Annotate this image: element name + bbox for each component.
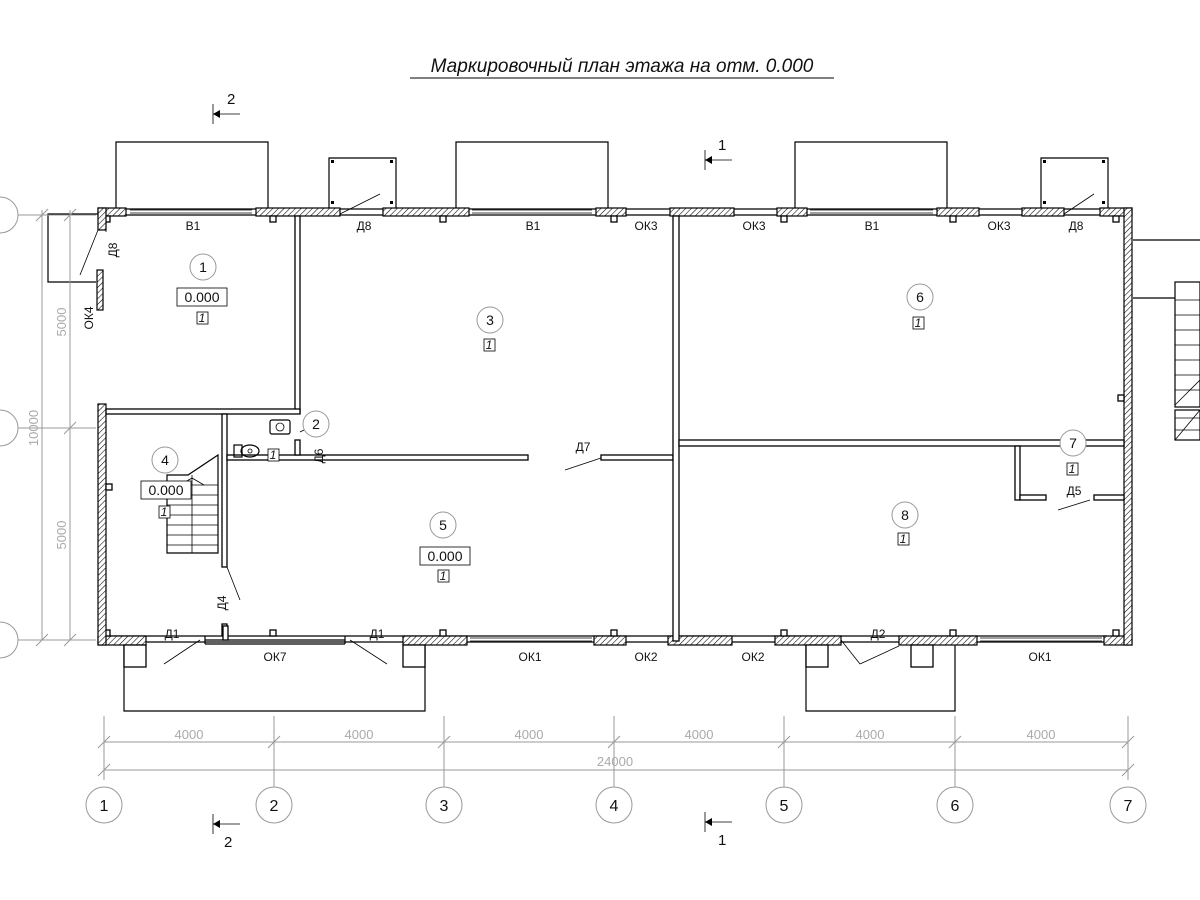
horizontal-dimensions: 4000 4000 4000 4000 4000 4000 24000 [97, 716, 1135, 790]
room-6: 6 1 [906, 283, 934, 330]
svg-text:Д8: Д8 [357, 219, 372, 233]
exterior-walls [108, 208, 1107, 643]
svg-text:ОК2: ОК2 [742, 650, 765, 664]
room-8: 8 1 [891, 501, 919, 546]
svg-text:3: 3 [486, 312, 494, 328]
porches [47, 141, 1200, 712]
toilet-icon [233, 444, 260, 458]
section-mark-2-bottom: 2 [212, 814, 240, 851]
svg-text:ОК2: ОК2 [635, 650, 658, 664]
svg-text:Д2: Д2 [871, 627, 886, 641]
section-mark-1-bottom: 1 [704, 812, 732, 849]
svg-text:1: 1 [440, 569, 447, 583]
svg-text:2: 2 [312, 416, 320, 432]
svg-text:1: 1 [199, 311, 206, 325]
axis-label-4: 4 [610, 798, 619, 815]
svg-text:5000: 5000 [54, 308, 69, 337]
svg-text:Д5: Д5 [1067, 484, 1082, 498]
room-5: 5 0.000 1 [419, 511, 471, 583]
svg-text:1: 1 [486, 338, 493, 352]
axis-label-3: 3 [440, 798, 449, 815]
room-1: 1 0.000 1 [176, 253, 228, 325]
top-wall-piers [97, 207, 1133, 223]
svg-text:1: 1 [1069, 462, 1076, 476]
svg-text:4000: 4000 [856, 727, 885, 742]
interior-walls [105, 215, 1125, 642]
svg-text:1: 1 [900, 532, 907, 546]
svg-text:Д4: Д4 [215, 595, 229, 610]
room-3: 3 1 [476, 306, 504, 352]
svg-text:1: 1 [270, 448, 277, 462]
axis-label-5: 5 [780, 798, 789, 815]
svg-text:Д1: Д1 [370, 627, 385, 641]
axis-bubbles: 1 2 3 4 5 6 7 [85, 786, 1147, 824]
axis-label-2: 2 [270, 798, 279, 815]
axis-label-1: 1 [100, 798, 109, 815]
svg-text:ОК7: ОК7 [264, 650, 287, 664]
svg-text:1: 1 [718, 832, 726, 849]
svg-text:В1: В1 [865, 219, 880, 233]
svg-text:4000: 4000 [175, 727, 204, 742]
svg-text:6: 6 [916, 289, 924, 305]
room-4: 4 0.000 1 [140, 446, 192, 519]
opening-labels: В1 В1 В1 Д8 Д8 ОК3 ОК3 ОК3 Д8 ОК4 Д6 Д7 … [82, 219, 1084, 664]
axis-label-7: 7 [1124, 798, 1133, 815]
section-mark-2-top: 2 [212, 91, 240, 124]
svg-text:2: 2 [224, 834, 232, 851]
svg-text:Д6: Д6 [312, 448, 326, 463]
sink-icon [269, 419, 291, 435]
svg-text:5: 5 [439, 517, 447, 533]
svg-text:8: 8 [901, 507, 909, 523]
svg-text:5000: 5000 [54, 521, 69, 550]
sanitary-fixtures [233, 419, 291, 458]
room-7: 7 1 [1059, 429, 1087, 476]
svg-text:2: 2 [227, 91, 235, 108]
svg-text:10000: 10000 [26, 410, 41, 446]
svg-text:ОК3: ОК3 [988, 219, 1011, 233]
svg-text:7: 7 [1069, 435, 1077, 451]
svg-text:Д8: Д8 [106, 242, 120, 257]
svg-text:1: 1 [915, 316, 922, 330]
svg-text:Д7: Д7 [576, 440, 591, 454]
room-2: 2 1 [267, 410, 330, 462]
plan-title: Маркировочный план этажа на отм. 0.000 [431, 56, 814, 77]
svg-text:Д1: Д1 [165, 627, 180, 641]
section-mark-1-top: 1 [704, 137, 732, 170]
svg-text:4000: 4000 [685, 727, 714, 742]
svg-text:1: 1 [718, 137, 726, 154]
svg-text:4000: 4000 [1027, 727, 1056, 742]
svg-text:Д8: Д8 [1069, 219, 1084, 233]
door-swings [79, 193, 1095, 665]
svg-text:0.000: 0.000 [148, 482, 183, 498]
axis-label-6: 6 [951, 798, 960, 815]
svg-text:4: 4 [161, 452, 169, 468]
external-stairs-right [1174, 281, 1200, 441]
svg-text:1: 1 [199, 259, 207, 275]
svg-text:1: 1 [161, 505, 168, 519]
internal-stair [166, 453, 219, 554]
svg-text:ОК1: ОК1 [519, 650, 542, 664]
svg-text:ОК3: ОК3 [743, 219, 766, 233]
svg-text:0.000: 0.000 [184, 289, 219, 305]
svg-text:24000: 24000 [597, 754, 633, 769]
svg-text:ОК1: ОК1 [1029, 650, 1052, 664]
svg-text:4000: 4000 [515, 727, 544, 742]
svg-text:ОК3: ОК3 [635, 219, 658, 233]
svg-text:В1: В1 [186, 219, 201, 233]
bottom-wall-piers [97, 629, 1133, 668]
svg-text:ОК4: ОК4 [82, 306, 96, 329]
side-walls [96, 207, 1133, 646]
svg-text:В1: В1 [526, 219, 541, 233]
svg-text:0.000: 0.000 [427, 548, 462, 564]
windows [130, 209, 1102, 642]
vertical-dimensions: 5000 5000 10000 [0, 196, 96, 659]
svg-text:4000: 4000 [345, 727, 374, 742]
